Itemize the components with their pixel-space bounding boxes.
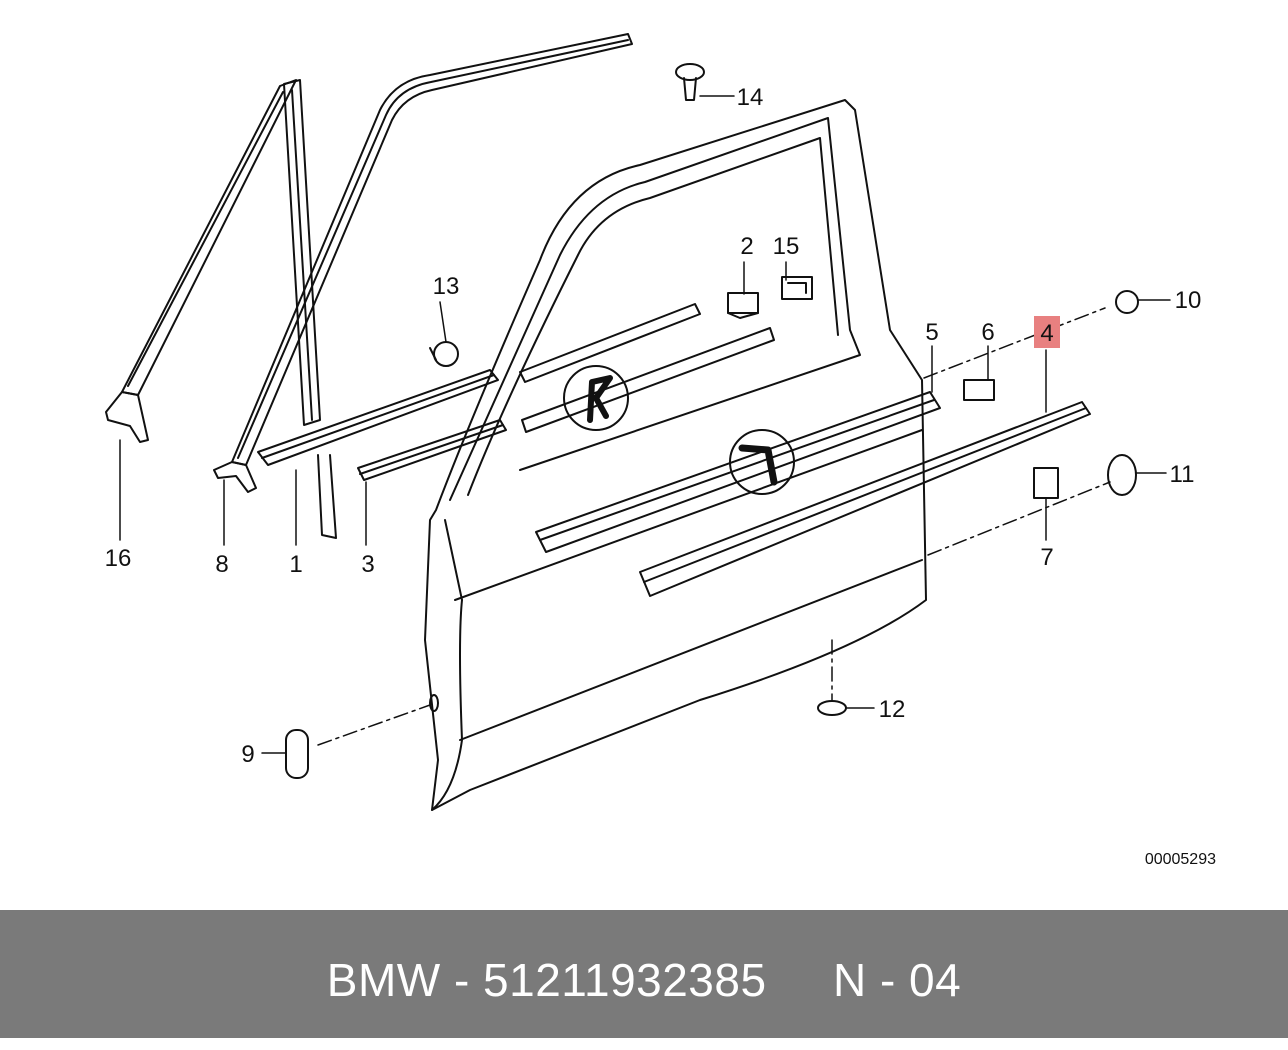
callout-15: 15: [773, 233, 800, 260]
drawing-number: 00005293: [1145, 851, 1216, 868]
part-2-window-strip: [519, 303, 775, 433]
callout-16: 16: [105, 545, 132, 572]
part-12-grommet: [817, 700, 847, 716]
part-10-nut: [1115, 290, 1139, 314]
callout-3: 3: [361, 551, 374, 578]
callout-6: 6: [981, 319, 994, 346]
detail-circle-profile-b: [729, 429, 795, 495]
parts-diagram: 1 2 3 4 5 6 7 8 9 10 11 12 13 14 15 16 0…: [104, 33, 1217, 868]
callout-2: 2: [740, 233, 753, 260]
parts-drawing: 1 2 3 4 5 6 7 8 9 10 11 12 13 14 15 16 0…: [105, 33, 1216, 868]
part-2-clip: [727, 292, 759, 319]
part-3-inner-strip: [357, 419, 507, 481]
part-5-moulding: [535, 391, 941, 553]
callout-7: 7: [1040, 544, 1053, 571]
footer-bar: BMW - 51211932385 N - 04: [0, 910, 1288, 1038]
callout-12: 12: [879, 696, 906, 723]
part-15-clip: [781, 276, 813, 300]
part-1-shaft-strip: [257, 369, 499, 539]
part-16-window-channel: [105, 79, 321, 443]
part-number-caption: BMW - 51211932385 N - 04: [326, 954, 962, 1006]
part-6-clip: [963, 379, 995, 401]
detail-circle-profile-a: [563, 365, 629, 431]
callout-5: 5: [925, 319, 938, 346]
callout-10: 10: [1175, 287, 1202, 314]
door-body: [424, 99, 927, 811]
callout-14: 14: [737, 84, 764, 111]
highlight-box: [1034, 316, 1060, 348]
part-4-moulding: [639, 401, 1091, 597]
part-13-screw: [429, 341, 459, 367]
part-8-frame-seal: [213, 33, 633, 493]
callout-13: 13: [433, 273, 460, 300]
callout-11: 11: [1170, 461, 1195, 488]
callout-1: 1: [289, 551, 302, 578]
part-7-clip: [1033, 467, 1059, 499]
part-14-pin: [675, 63, 705, 101]
callout-4: 4: [1040, 320, 1053, 347]
part-11-grommet: [1107, 454, 1137, 496]
part-9-plug: [285, 729, 309, 779]
callout-8: 8: [215, 551, 228, 578]
callout-9: 9: [241, 741, 254, 768]
